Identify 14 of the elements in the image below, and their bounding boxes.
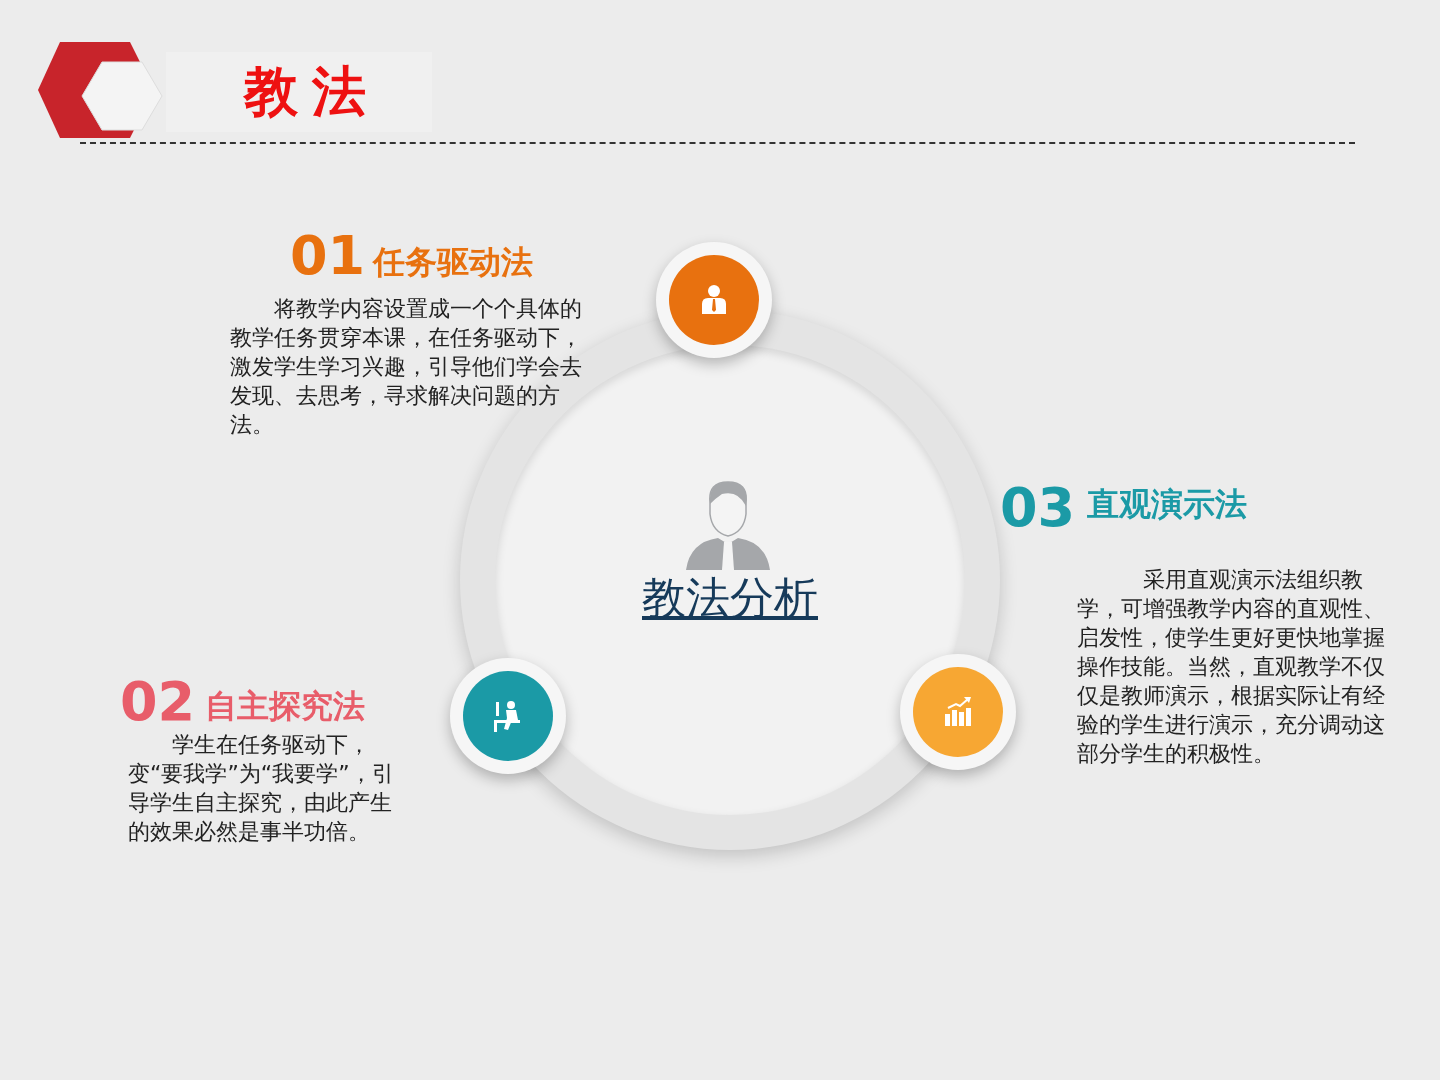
section-heading: 自主探究法	[205, 686, 365, 726]
section-heading: 直观演示法	[1087, 484, 1247, 524]
section-heading: 任务驱动法	[373, 242, 533, 282]
section-description: 学生在任务驱动下，变“要我学”为“我要学”，引导学生自主探究，由此产生的效果必然是事半功倍。	[128, 731, 395, 846]
section-description: 将教学内容设置成一个个具体的教学任务贯穿本课，在任务驱动下，激发学生学习兴趣，引导他们学会去发现、去思考，寻求解决问题的方法。	[230, 295, 583, 439]
section-description: 采用直观演示法组织教学，可增强教学内容的直观性、启发性，使学生更好更快地掌握操作技能。当然，直观教学不仅仅是教师演示，根据实际让有经验的学生进行演示，充分调动这部分学生的积极性。	[1077, 566, 1386, 768]
icon-circle	[900, 654, 1016, 770]
section-number: 03	[1000, 478, 1076, 538]
section-number: 01	[290, 226, 366, 286]
icon-circle	[450, 658, 566, 774]
section-number: 02	[120, 672, 196, 732]
center-label: 教法分析	[641, 573, 819, 623]
icon-circle	[656, 242, 772, 358]
title-text: 教法	[244, 62, 380, 122]
